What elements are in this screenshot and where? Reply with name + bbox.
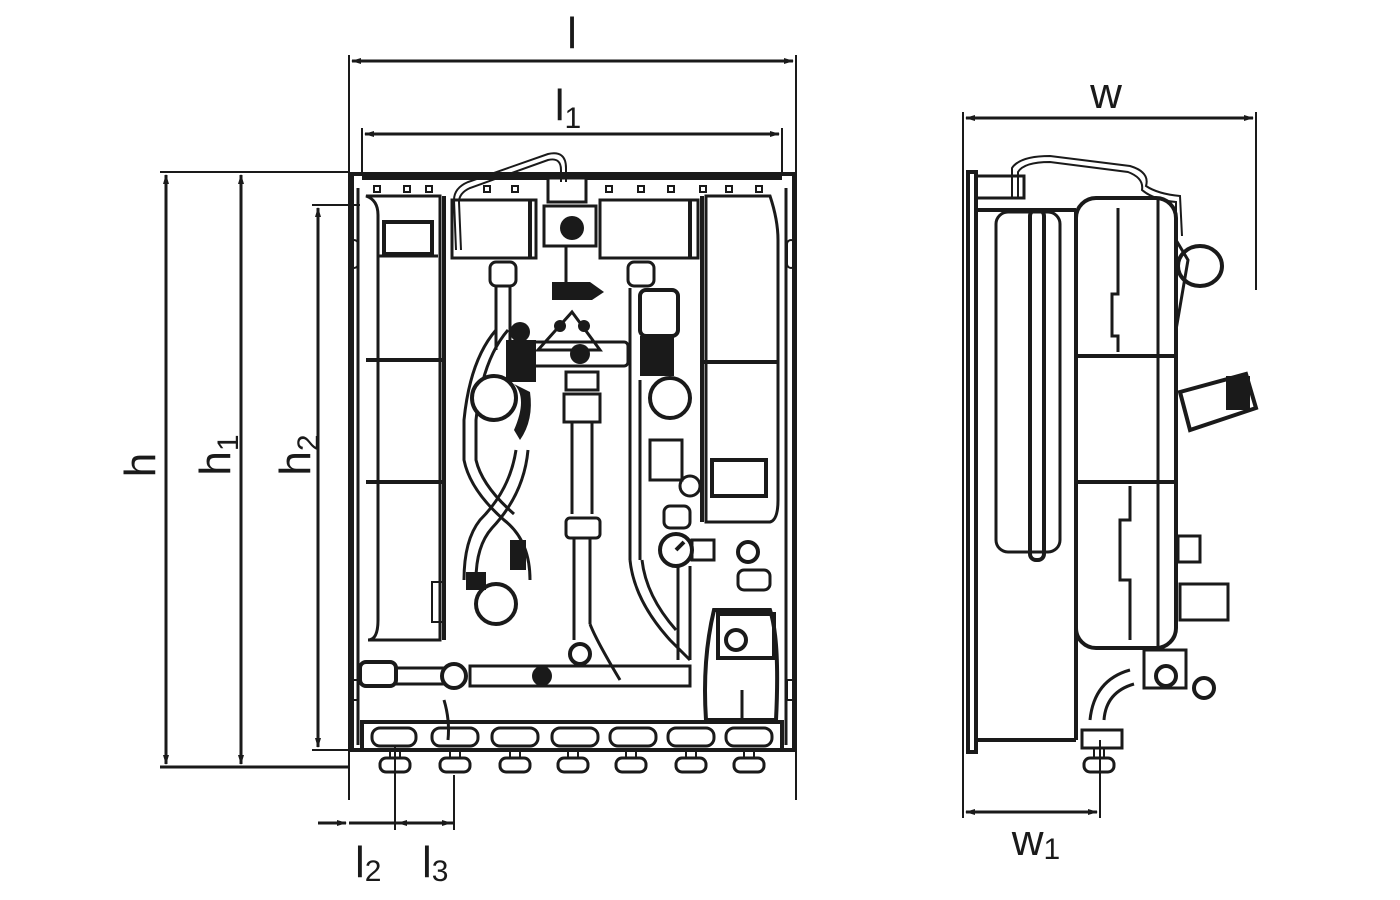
connection-1 — [370, 726, 418, 774]
side-fittings — [1080, 239, 1259, 774]
dimension-w1: w1 — [965, 740, 1101, 866]
dimension-l1: l1 — [361, 81, 783, 175]
top-manifold — [450, 176, 700, 260]
connection-5 — [608, 726, 658, 774]
front-view: l l1 h h1 h2 — [116, 9, 797, 888]
connection-rail — [360, 720, 784, 774]
label-l2: l2 — [355, 838, 381, 888]
insulation-side — [994, 208, 1078, 740]
bottom-manifold — [358, 642, 692, 741]
dimension-h2: h2 — [271, 204, 360, 751]
right-insulation-shell — [700, 194, 780, 524]
expansion-vessel — [1074, 196, 1178, 650]
left-pump-group — [462, 260, 536, 626]
label-w: w — [1089, 69, 1122, 118]
connection-7 — [724, 726, 774, 774]
label-h2: h2 — [271, 434, 325, 475]
label-h1: h1 — [191, 434, 245, 475]
connection-2 — [430, 726, 480, 774]
connection-4 — [550, 726, 600, 774]
top-slots — [373, 185, 763, 193]
connection-6 — [666, 726, 716, 774]
left-insulation-shell — [365, 194, 446, 642]
circulation-pump — [703, 608, 780, 722]
mounting-plate — [966, 170, 978, 754]
label-w1: w1 — [1011, 816, 1060, 866]
capillary-tube — [452, 152, 567, 251]
connection-3 — [490, 726, 540, 774]
label-l3: l3 — [422, 838, 448, 888]
dimension-h1: h1 — [191, 174, 245, 765]
right-pump-group — [626, 260, 772, 662]
dimension-w: w — [962, 69, 1257, 818]
label-l: l — [567, 9, 577, 58]
dimension-h: h — [116, 171, 350, 769]
central-valve-group — [526, 246, 630, 681]
label-l1: l1 — [555, 81, 581, 135]
bottom-connections — [370, 726, 774, 774]
side-view: w w1 — [962, 69, 1259, 866]
label-h: h — [116, 453, 165, 477]
